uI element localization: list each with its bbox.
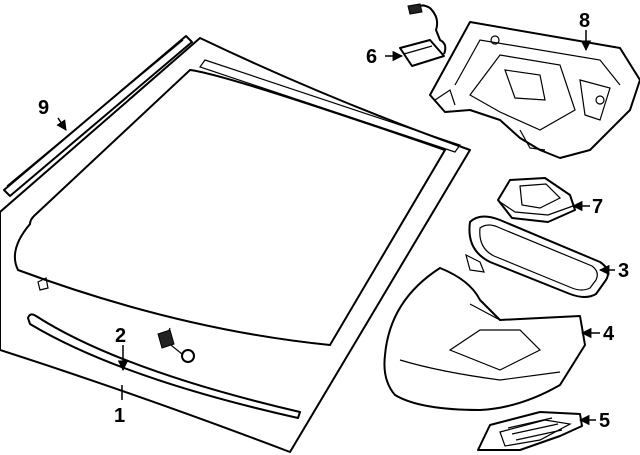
part-5-trim-cover (477, 411, 583, 451)
part-6-harness (399, 3, 447, 67)
part-3-mirror-housing (465, 215, 609, 298)
part-1-windshield-glass (0, 37, 471, 453)
callout-6: 6 (366, 46, 377, 68)
callout-8: 8 (579, 10, 590, 32)
callout-4: 4 (603, 323, 615, 345)
leader-lines (56, 30, 615, 426)
part-4-lower-cover (383, 267, 586, 411)
callout-9: 9 (38, 97, 49, 119)
part-7-sensor-cover (497, 177, 576, 223)
part-8-mounting-bracket (429, 21, 640, 159)
callout-2: 2 (115, 325, 126, 347)
callout-3: 3 (618, 260, 629, 282)
part-2-lower-molding (27, 313, 301, 419)
sensor-connector (157, 327, 195, 363)
callout-7: 7 (592, 196, 603, 218)
callout-1: 1 (114, 405, 125, 427)
callout-5: 5 (599, 410, 610, 432)
part-9-upper-molding (3, 35, 193, 197)
